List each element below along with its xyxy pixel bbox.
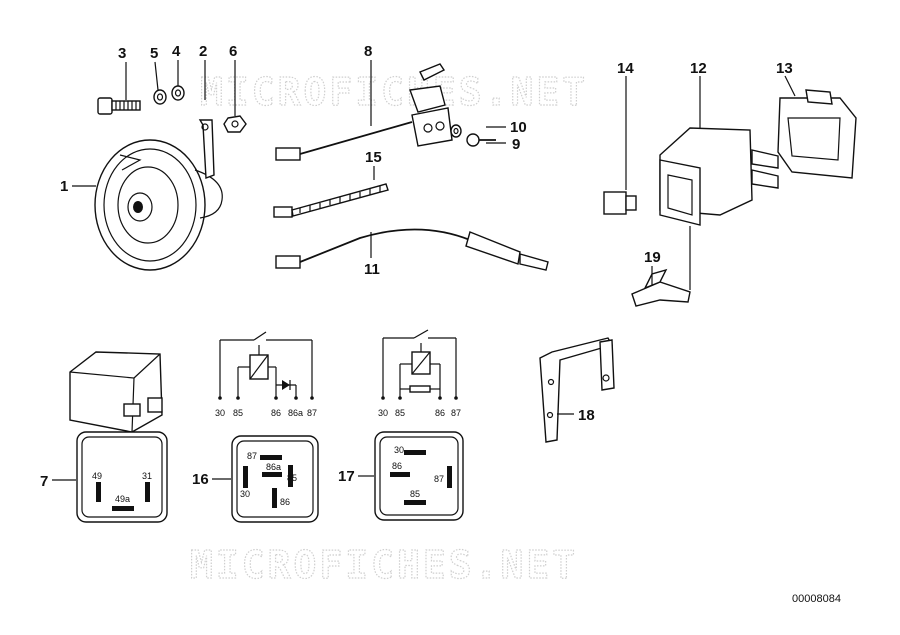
callout-8: 8 xyxy=(364,43,372,60)
screw xyxy=(466,133,496,147)
callout-4: 4 xyxy=(172,43,181,60)
watermark-top: MICROFICHES.NET xyxy=(200,70,588,114)
sensor-cable xyxy=(275,228,549,271)
relay-16-term-86a: 86a xyxy=(288,408,303,418)
washer-switch xyxy=(450,124,462,138)
washer xyxy=(171,85,185,101)
relay-7-pin-49: 49 xyxy=(92,471,102,481)
relay-16-term-86: 86 xyxy=(271,408,281,418)
relay-7-pin-49a: 49a xyxy=(115,494,130,504)
relay-17-term-85: 85 xyxy=(395,408,405,418)
callout-14: 14 xyxy=(617,60,634,77)
callout-1: 1 xyxy=(60,178,68,195)
relay-17-schematic: 30 85 86 87 xyxy=(378,329,461,418)
leader-lines-switch xyxy=(370,60,506,258)
relay-17-pin-30: 30 xyxy=(394,445,404,455)
horn xyxy=(94,139,223,271)
document-number: 00008084 xyxy=(792,593,841,605)
relay-17-term-30: 30 xyxy=(378,408,388,418)
relay-16-pin-86a: 86a xyxy=(266,462,281,472)
cable-tie xyxy=(273,183,389,218)
relay-cover xyxy=(777,89,857,179)
switch-cable xyxy=(275,121,413,161)
callout-9: 9 xyxy=(512,136,520,153)
relay-16-pinout: 87 86a 85 30 86 xyxy=(231,435,319,523)
callout-10: 10 xyxy=(510,119,527,136)
bolt xyxy=(97,97,141,115)
relay-17-pinout: 30 86 87 85 xyxy=(374,431,464,521)
callout-15: 15 xyxy=(365,149,382,166)
relay-17-pin-85: 85 xyxy=(410,489,420,499)
leader-lines-module xyxy=(625,75,796,290)
retaining-clip xyxy=(631,268,691,307)
callout-5: 5 xyxy=(150,45,158,62)
relay-16-pin-30: 30 xyxy=(240,489,250,499)
callout-19: 19 xyxy=(644,249,661,266)
contact-switch xyxy=(409,63,453,147)
callout-2: 2 xyxy=(199,43,207,60)
leader-lines-horn xyxy=(72,60,236,187)
callout-6: 6 xyxy=(229,43,237,60)
relay-17-pin-87: 87 xyxy=(434,474,444,484)
callout-3: 3 xyxy=(118,45,126,62)
relay-17-term-86: 86 xyxy=(435,408,445,418)
callout-11: 11 xyxy=(364,261,380,278)
relay-16-pin-86: 86 xyxy=(280,497,290,507)
relay-7-pin-31: 31 xyxy=(142,471,152,481)
callout-12: 12 xyxy=(690,60,707,77)
relay-16-term-30: 30 xyxy=(215,408,225,418)
relay-16-term-87: 87 xyxy=(307,408,317,418)
callout-17: 17 xyxy=(338,468,355,485)
relay-7-pinout: 49 31 49a xyxy=(76,431,168,523)
relay-7-body xyxy=(69,351,163,433)
relay-16-pin-87: 87 xyxy=(247,451,257,461)
callout-18: 18 xyxy=(578,407,595,424)
relay-16-pin-85: 85 xyxy=(287,473,297,483)
watermark-bottom: MICROFICHES.NET xyxy=(190,543,578,587)
relay-bracket xyxy=(539,337,615,443)
relay-16-term-85: 85 xyxy=(233,408,243,418)
callout-16: 16 xyxy=(192,471,209,488)
relay-module xyxy=(659,127,779,226)
relay-17-pin-86: 86 xyxy=(392,461,402,471)
hex-nut xyxy=(223,115,247,133)
callout-13: 13 xyxy=(776,60,793,77)
relay-16-schematic: 30 85 86 86a 87 xyxy=(215,331,317,418)
relay-17-term-87: 87 xyxy=(451,408,461,418)
fuse xyxy=(603,191,637,215)
horn-bracket xyxy=(198,119,215,179)
lock-washer xyxy=(153,89,167,105)
callout-7: 7 xyxy=(40,473,48,490)
